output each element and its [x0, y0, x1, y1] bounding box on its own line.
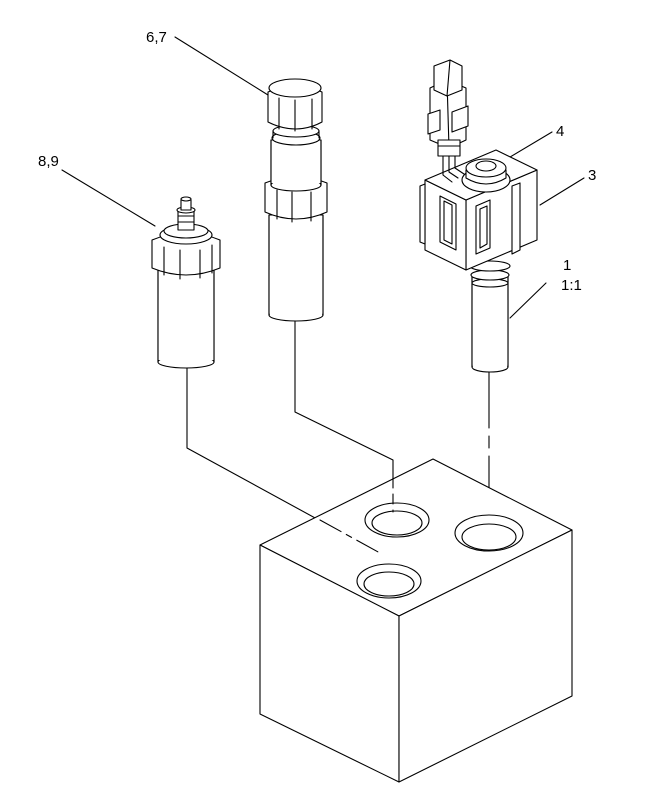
sensor-8-9 [151, 196, 221, 369]
port-right [454, 514, 524, 552]
coil-housing [419, 149, 538, 271]
callout-label-3: 3 [588, 167, 596, 184]
callout-label-6-7: 6,7 [146, 29, 167, 46]
callout-label-4: 4 [556, 123, 564, 140]
manifold-block [259, 458, 573, 783]
callout-label-8-9: 8,9 [38, 153, 59, 170]
solenoid-valve [419, 59, 538, 373]
wire-leads [442, 151, 465, 183]
connector-plug [427, 59, 469, 157]
coil-nut [461, 158, 511, 193]
leader-lines [61, 36, 585, 319]
port-rear-left [364, 502, 430, 538]
sensor-6-7 [264, 78, 328, 322]
dashed-crossings [319, 477, 394, 554]
callout-label-1: 1 [563, 257, 571, 274]
port-front-left [356, 563, 422, 599]
callout-label-1-1: 1:1 [561, 277, 582, 294]
